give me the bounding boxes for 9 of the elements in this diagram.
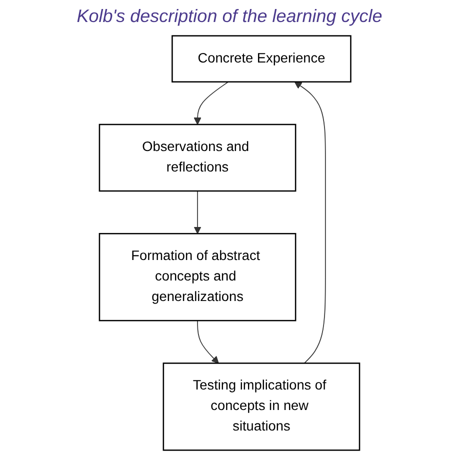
arrow	[194, 81, 229, 125]
arrow	[294, 82, 326, 364]
node-box: Concrete Experience	[172, 35, 352, 82]
node-box: Formation of abstract concepts and generalizations	[98, 232, 296, 322]
center-caption: Kolb's description of the learning cycle	[76, 6, 382, 27]
arrow	[197, 320, 219, 364]
node-box: Testing implications of concepts in new situations	[162, 362, 360, 451]
node-box: Observations and reflections	[98, 124, 296, 192]
arrow	[194, 190, 202, 234]
